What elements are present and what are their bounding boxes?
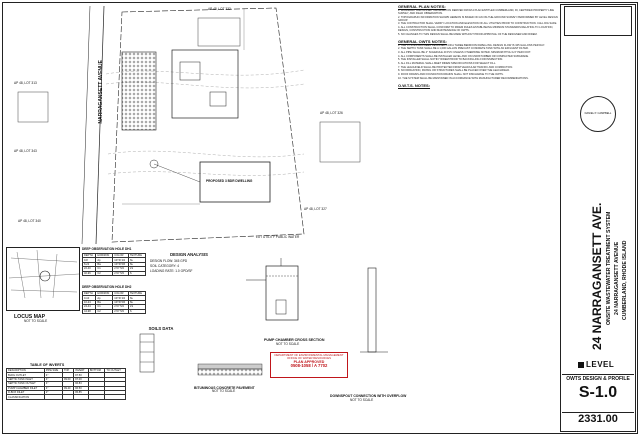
downspout-drawing (360, 267, 388, 353)
lot-label-3: AP 48, LOT 313 (14, 81, 37, 85)
project-street: 24 NARRAGANSETT AVENUE (614, 241, 620, 315)
design-analysis-title: DESIGN ANALYSIS (170, 252, 208, 257)
dwelling-label: PROPOSED 3 BDR DWELLING (206, 179, 253, 183)
sheet-name: OWTS DESIGN & PROFILE (562, 374, 634, 382)
firm-logo-mark (578, 362, 584, 368)
approval-line-1: DEPARTMENT OF ENVIRONMENTAL MANAGEMENT O… (274, 353, 344, 361)
lot-label-1: AP 48, LOT 332 (208, 7, 231, 11)
hole-title-1: DEEP OBSERVATION HOLE DH1 (82, 247, 132, 251)
project-city: CUMBERLAND, RHODE ISLAND (622, 240, 628, 320)
owts-subheading: O.W.T.S. NOTES: (398, 82, 431, 88)
pump-section-scale: NOT TO SCALE (276, 342, 300, 346)
soils-data-title: SOILS DATA (148, 326, 174, 331)
design-item-3: LOADING RATE: 1.0 GPD/SF (150, 269, 193, 273)
pavement-title: BITUMINOUS CONCRETE PAVEMENT (194, 386, 255, 390)
approval-number: 0508-1058 / A 7702 (290, 363, 328, 369)
firm-logo: LEVEL (578, 360, 614, 369)
pavement-scale: NOT TO SCALE (212, 389, 236, 393)
approval-stamp: DEPARTMENT OF ENVIRONMENTAL MANAGEMENT O… (270, 352, 348, 378)
notes-column: GENERAL PLAN NOTES: 1. BOUNDARY AND OFFS… (398, 4, 558, 424)
engineer-seal: DANIEL P. CAMPBELL (580, 96, 616, 132)
lot-label-5: AP 48, LOT 340 (18, 219, 41, 223)
inverts-title: TABLE OF INVERTS (30, 363, 65, 367)
soils-profile (139, 333, 155, 373)
pump-chamber-drawing (246, 258, 299, 321)
pavement-detail (197, 363, 263, 376)
locus-map (6, 247, 80, 311)
lot-label-6: AP 48, LOT 327 (304, 207, 327, 211)
downspout-title: DOWNSPOUT CONNECTION WITH OVERFLOW (330, 394, 407, 398)
design-item-1: DESIGN FLOW: 345 GPD (150, 259, 188, 263)
drawing-id: 2331.00 (562, 412, 634, 425)
hole-title-2: DEEP OBSERVATION HOLE DH2 (82, 285, 132, 289)
title-block (560, 4, 636, 432)
project-address: 24 NARRAGANSETT AVE. (590, 202, 604, 350)
locus-scale: NOT TO SCALE (24, 319, 48, 323)
general-notes-list: 1. BOUNDARY AND OFFSET INFORMATION DERIV… (398, 9, 558, 36)
system-title: ONSITE WASTEWATER TREATMENT SYSTEM (606, 211, 612, 325)
downspout-scale: NOT TO SCALE (350, 398, 374, 402)
lot-label-4: AP 48, LOT 343 (14, 149, 37, 153)
pump-section-title: PUMP CHAMBER CROSS SECTION (264, 338, 325, 342)
design-item-2: SOIL CATEGORY: 4 (150, 264, 179, 268)
lot-label-2: AP 48, LOT 326 (320, 111, 343, 115)
revision-table (564, 6, 632, 36)
locus-title: LOCUS MAP (14, 314, 46, 320)
owts-notes-list: 1. THE SYSTEM HAS BEEN DESIGNED FOR A TH… (398, 43, 545, 80)
locus-map-drawing (8, 249, 80, 299)
sheet-number: S-1.0 (578, 384, 618, 401)
general-notes-heading: GENERAL PLAN NOTES: (398, 4, 446, 9)
street-label: NARRAGANSETT AVENUE (98, 60, 104, 124)
approval-line-2: PLAN APPROVED (293, 359, 325, 364)
site-plan (17, 5, 361, 244)
utility-label: LOT UTILITY PUBLIC WATER (256, 235, 300, 239)
owts-notes-heading: GENERAL OWTS NOTES: (398, 38, 447, 44)
firm-name: LEVEL (586, 360, 615, 369)
